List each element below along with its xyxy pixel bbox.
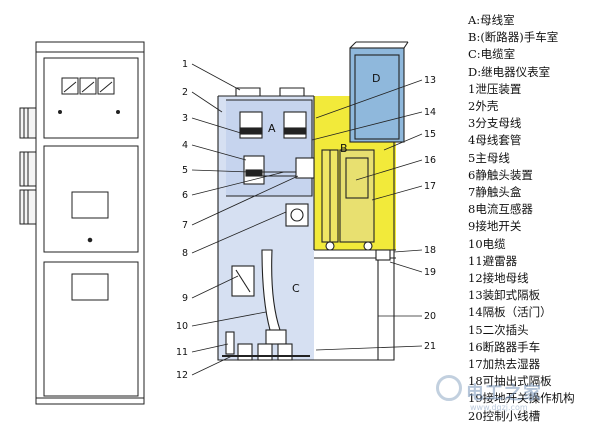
callout-5: 5 <box>182 165 188 176</box>
legend-item: 17加热去湿器 <box>468 357 541 372</box>
callout-9: 9 <box>182 293 188 304</box>
callout-12: 12 <box>176 370 188 381</box>
callout-2: 2 <box>182 87 188 98</box>
compartment-label-c: C <box>292 282 300 295</box>
legend-item: 20控制小线槽 <box>468 408 541 423</box>
callout-8: 8 <box>182 248 188 259</box>
callout-10: 10 <box>176 321 188 332</box>
callout-15: 15 <box>424 129 436 140</box>
compartment-label-d: D <box>372 72 380 85</box>
legend-item: 2外壳 <box>468 99 499 114</box>
callout-3: 3 <box>182 113 188 124</box>
callout-19: 19 <box>424 267 436 278</box>
legend-item: 1泄压装置 <box>468 81 522 96</box>
watermark-url: www.dgzj.com <box>470 403 528 412</box>
legend-item: 3分支母线 <box>468 116 522 131</box>
legend-item: 9接地开关 <box>468 219 522 234</box>
callout-1: 1 <box>182 59 188 70</box>
legend-item: C:电缆室 <box>468 47 516 62</box>
callout-11: 11 <box>176 347 188 358</box>
legend-item: A:母线室 <box>468 13 515 27</box>
callout-7: 7 <box>182 220 188 231</box>
front-view-cabinet <box>19 41 145 405</box>
watermark-text: 电工之家 <box>466 383 542 404</box>
legend-item: D:继电器仪表室 <box>468 64 551 79</box>
legend-item: 11避雷器 <box>468 253 518 268</box>
callout-numbers: 1 2 3 4 5 6 7 8 9 10 11 12 13 14 15 16 1… <box>176 59 436 381</box>
callout-18: 18 <box>424 245 436 256</box>
legend-item: 15二次插头 <box>468 322 529 337</box>
callout-6: 6 <box>182 190 188 201</box>
callout-20: 20 <box>424 311 436 322</box>
legend-item: 16断路器手车 <box>468 339 541 354</box>
legend-item: 4母线套管 <box>468 133 522 148</box>
compartment-label-b: B <box>340 142 348 155</box>
watermark: 电工之家 www.dgzj.com <box>418 369 598 419</box>
callout-13: 13 <box>424 75 436 86</box>
compartment-label-a: A <box>268 122 276 135</box>
compartment-d-fill <box>350 48 404 142</box>
callout-14: 14 <box>424 107 436 118</box>
leader-lines <box>191 63 423 376</box>
legend: A:母线室 B:(断路器)手车室 C:电缆室 D:继电器仪表室 1泄压装置 2外… <box>468 12 598 425</box>
legend-item: 18可抽出式隔板 <box>468 374 552 389</box>
watermark-logo-icon <box>436 375 462 401</box>
legend-item: 7静触头盒 <box>468 185 522 200</box>
section-view: A B C D <box>217 41 409 362</box>
callout-4: 4 <box>182 140 188 151</box>
legend-item: 5主母线 <box>468 150 510 165</box>
callout-21: 21 <box>424 341 436 352</box>
legend-item: 13装卸式隔板 <box>468 288 541 303</box>
legend-item: 8电流互感器 <box>468 202 533 217</box>
legend-item: 12接地母线 <box>468 271 529 286</box>
legend-item: 14隔板（活门） <box>468 305 552 320</box>
legend-item: 6静触头装置 <box>468 167 533 182</box>
callout-17: 17 <box>424 181 436 192</box>
legend-item: 19接地开关操作机构 <box>468 391 575 406</box>
callout-16: 16 <box>424 155 436 166</box>
legend-item: 10电缆 <box>468 236 506 251</box>
legend-item: B:(断路器)手车室 <box>468 30 559 45</box>
